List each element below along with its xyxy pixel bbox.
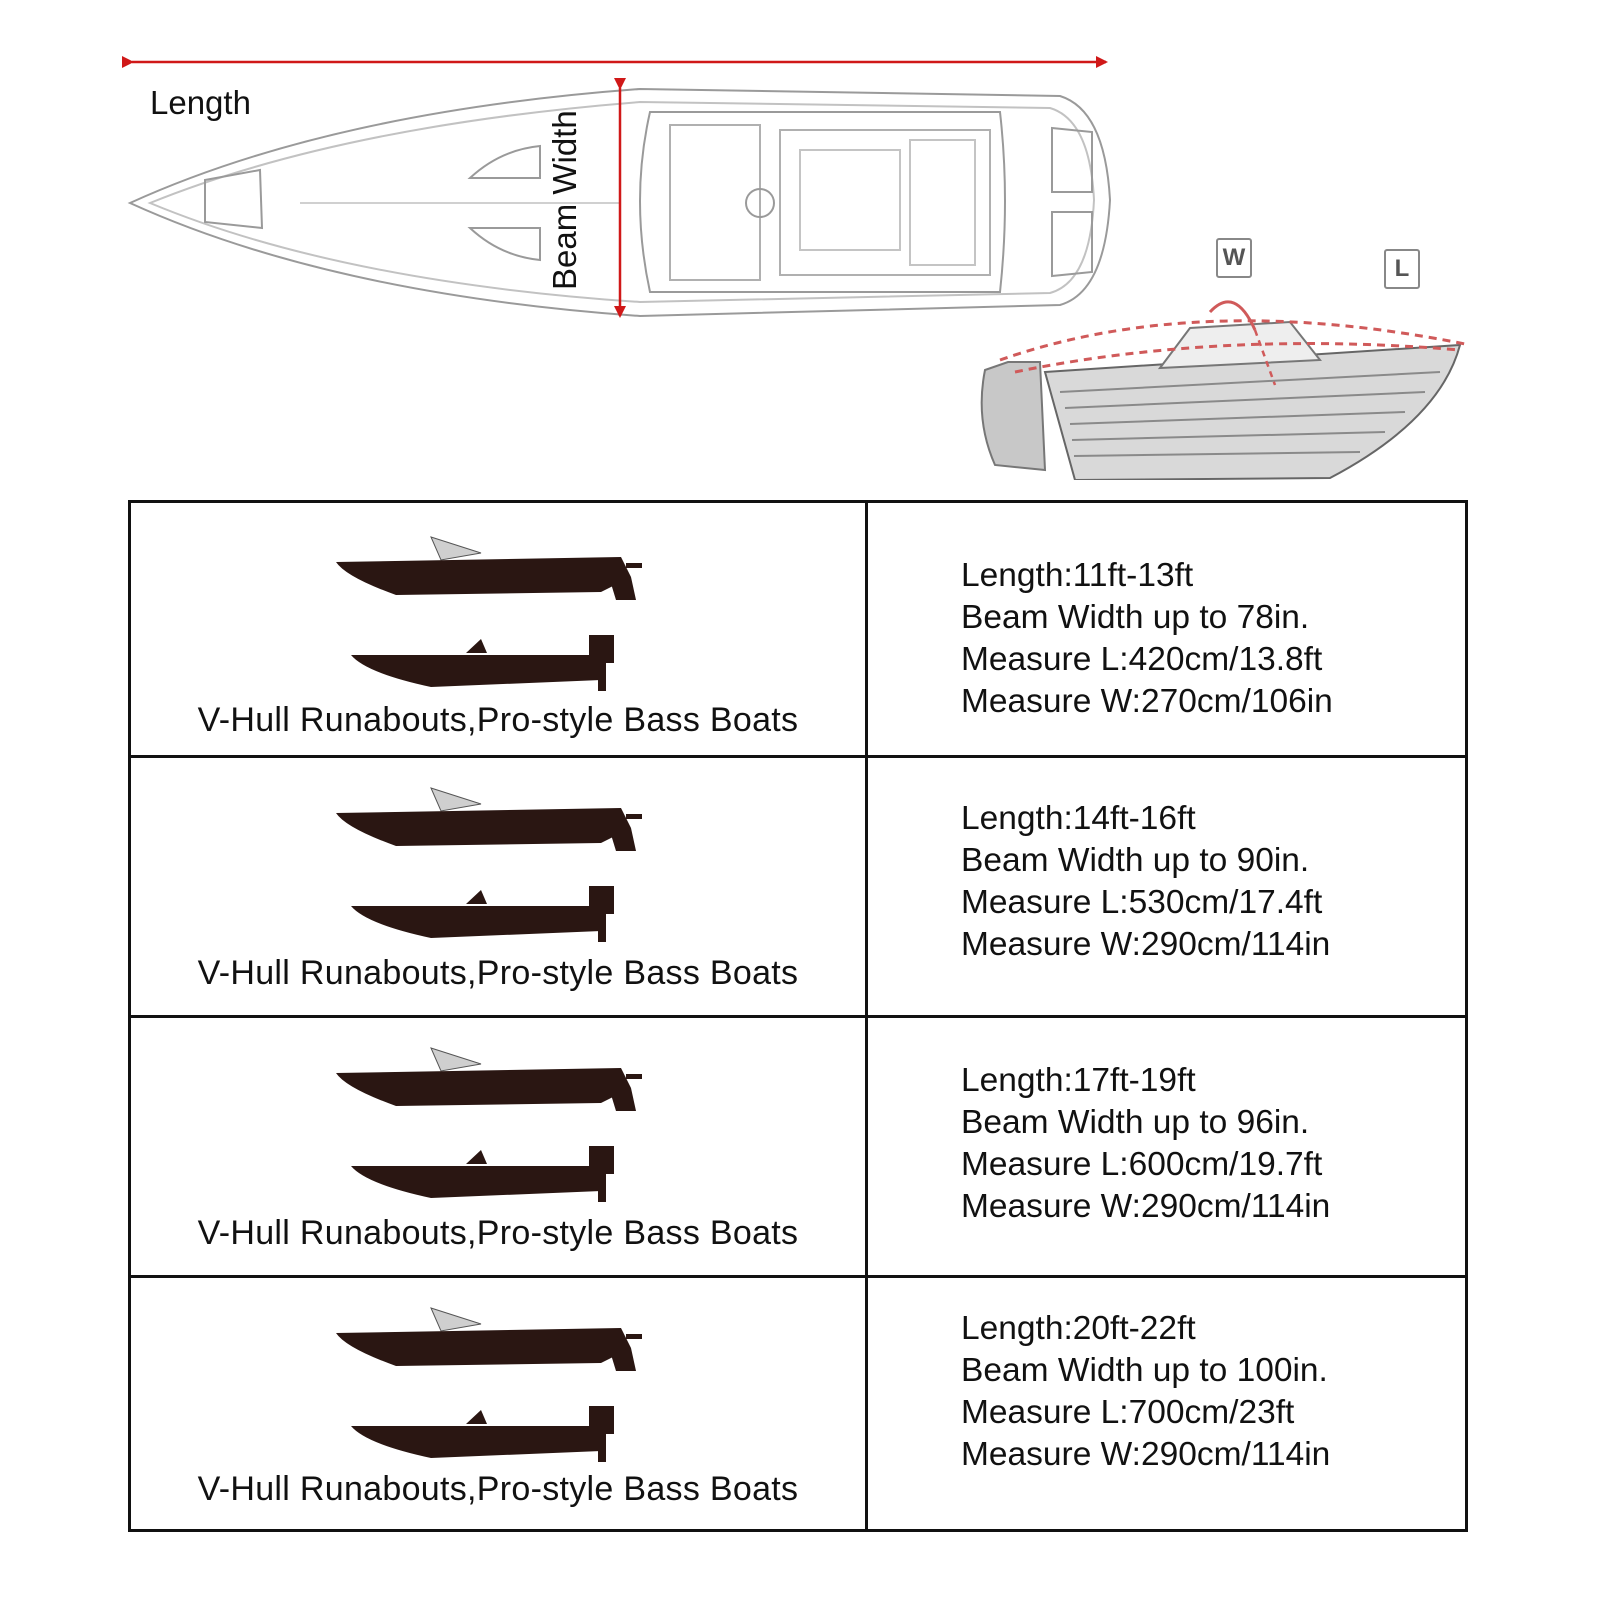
beam-width-spec: Beam Width up to 90in.: [961, 842, 1310, 879]
w-measure-tag: W: [1216, 238, 1252, 278]
l-measure-tag: L: [1384, 249, 1420, 289]
measure-l-spec: Measure L:530cm/17.4ft: [961, 884, 1323, 921]
length-spec: Length:14ft-16ft: [961, 800, 1196, 837]
boat-type-label: V-Hull Runabouts,Pro-style Bass Boats: [197, 1470, 799, 1508]
beam-width-spec: Beam Width up to 96in.: [961, 1104, 1310, 1141]
row-divider: [131, 1275, 1465, 1278]
boat-type-label: V-Hull Runabouts,Pro-style Bass Boats: [197, 701, 799, 739]
row-divider: [131, 1015, 1465, 1018]
boat-hull-top-view: [127, 87, 1112, 318]
beam-width-spec: Beam Width up to 100in.: [961, 1352, 1328, 1389]
top-view-boat-diagram: [122, 56, 1471, 480]
size-row: V-Hull Runabouts,Pro-style Bass Boats Le…: [131, 503, 1465, 755]
size-spec: Length:17ft-19ft Beam Width up to 96in. …: [961, 1060, 1461, 1228]
size-row: V-Hull Runabouts,Pro-style Bass Boats Le…: [131, 758, 1465, 1015]
boat-type-label: V-Hull Runabouts,Pro-style Bass Boats: [197, 954, 799, 992]
runabout-boat-icon: [336, 536, 642, 600]
length-label: Length: [150, 84, 251, 121]
measure-w-spec: Measure W:290cm/114in: [961, 1188, 1331, 1225]
size-row: V-Hull Runabouts,Pro-style Bass Boats Le…: [131, 1278, 1465, 1529]
length-spec: Length:11ft-13ft: [961, 557, 1194, 594]
row-divider: [131, 755, 1465, 758]
bass-boat-icon: [351, 1406, 614, 1462]
measure-w-spec: Measure W:290cm/114in: [961, 926, 1331, 963]
size-spec: Length:20ft-22ft Beam Width up to 100in.…: [961, 1308, 1461, 1476]
boat-type-label: V-Hull Runabouts,Pro-style Bass Boats: [197, 1214, 799, 1252]
bass-boat-icon: [351, 1146, 614, 1202]
runabout-boat-icon: [336, 1047, 642, 1111]
measure-w-spec: Measure W:290cm/114in: [961, 1436, 1331, 1473]
boat-silhouettes: [336, 536, 642, 691]
boat-silhouettes: [336, 1307, 642, 1462]
beam-width-label: Beam Width: [546, 110, 583, 290]
measure-l-spec: Measure L:700cm/23ft: [961, 1394, 1295, 1431]
size-spec: Length:11ft-13ft Beam Width up to 78in. …: [961, 555, 1461, 723]
size-spec: Length:14ft-16ft Beam Width up to 90in. …: [961, 798, 1461, 966]
length-spec: Length:20ft-22ft: [961, 1310, 1196, 1347]
runabout-boat-icon: [336, 1307, 642, 1371]
beam-width-spec: Beam Width up to 78in.: [961, 599, 1310, 636]
measure-w-spec: Measure W:270cm/106in: [961, 683, 1333, 720]
bass-boat-icon: [351, 635, 614, 691]
length-spec: Length:17ft-19ft: [961, 1062, 1196, 1099]
size-table: V-Hull Runabouts,Pro-style Bass Boats Le…: [128, 500, 1468, 1532]
covered-boat-side-view: [980, 300, 1471, 480]
measure-l-spec: Measure L:420cm/13.8ft: [961, 641, 1323, 678]
runabout-boat-icon: [336, 787, 642, 851]
measure-l-spec: Measure L:600cm/19.7ft: [961, 1146, 1323, 1183]
bass-boat-icon: [351, 886, 614, 942]
boat-silhouettes: [336, 1047, 642, 1202]
boat-silhouettes: [336, 787, 642, 942]
size-row: V-Hull Runabouts,Pro-style Bass Boats Le…: [131, 1018, 1465, 1275]
